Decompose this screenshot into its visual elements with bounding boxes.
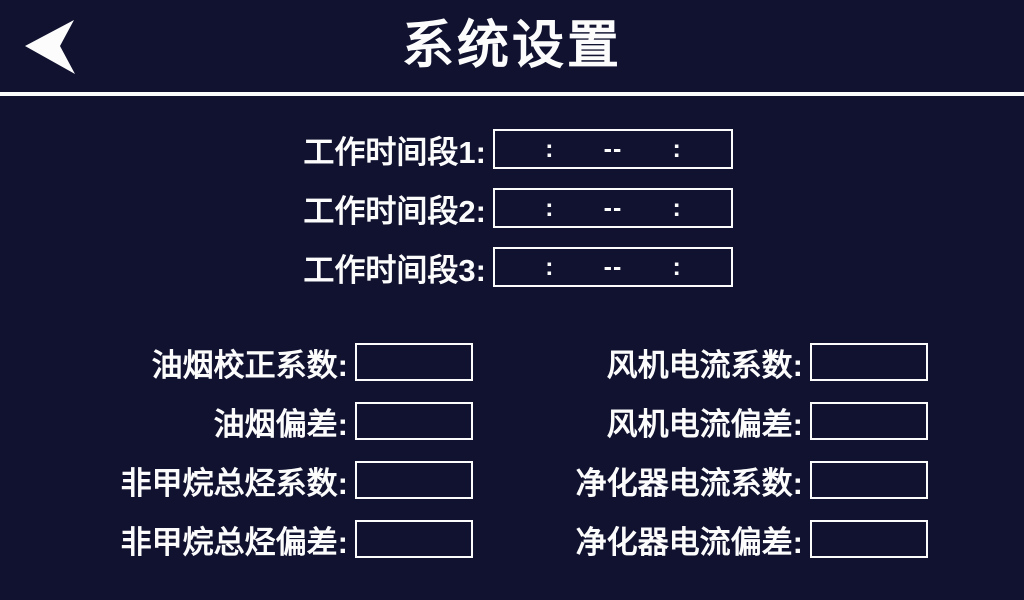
- time-colon: :: [545, 252, 554, 281]
- header-divider: [0, 92, 1024, 96]
- fume-deviation-input[interactable]: [355, 402, 473, 440]
- fume-correction-coeff-field: 油烟校正系数:: [0, 343, 473, 383]
- nmhc-deviation-input[interactable]: [355, 520, 473, 558]
- work-time-range-3-input[interactable]: : -- :: [493, 247, 733, 287]
- purifier-current-deviation-label: 净化器电流偏差:: [575, 524, 803, 560]
- coefficient-section: 油烟校正系数: 风机电流系数: 油烟偏差: 风机电流偏差: 非甲烷总烃系数:: [0, 343, 1024, 560]
- fan-current-deviation-label: 风机电流偏差:: [606, 406, 803, 442]
- page-title: 系统设置: [401, 17, 622, 75]
- work-time-label-2: 工作时间段2:: [303, 193, 486, 229]
- work-time-label-3: 工作时间段3:: [303, 252, 486, 288]
- header: 系统设置: [0, 0, 1024, 92]
- fume-deviation-label: 油烟偏差:: [213, 406, 348, 442]
- time-range-separator: --: [603, 252, 623, 281]
- fan-current-coeff-label: 风机电流系数:: [606, 347, 803, 383]
- coeff-row-2: 油烟偏差: 风机电流偏差:: [0, 402, 1024, 442]
- work-time-range-1-input[interactable]: : -- :: [493, 129, 733, 169]
- time-range-separator: --: [603, 193, 623, 222]
- fume-correction-coeff-label: 油烟校正系数:: [151, 347, 348, 383]
- back-arrow-icon: [25, 20, 75, 74]
- fan-current-deviation-field: 风机电流偏差:: [473, 402, 928, 442]
- work-time-section: 工作时间段1: : -- : 工作时间段2: : -- :: [0, 129, 1024, 288]
- purifier-current-deviation-input[interactable]: [810, 520, 928, 558]
- work-time-row-1: 工作时间段1: : -- :: [0, 129, 1024, 170]
- fan-current-deviation-input[interactable]: [810, 402, 928, 440]
- work-time-label-1: 工作时间段1:: [303, 134, 486, 170]
- coeff-row-3: 非甲烷总烃系数: 净化器电流系数:: [0, 461, 1024, 501]
- fume-deviation-field: 油烟偏差:: [0, 402, 473, 442]
- fan-current-coeff-field: 风机电流系数:: [473, 343, 928, 383]
- purifier-current-coeff-input[interactable]: [810, 461, 928, 499]
- purifier-current-coeff-field: 净化器电流系数:: [473, 461, 928, 501]
- nmhc-coeff-input[interactable]: [355, 461, 473, 499]
- fan-current-coeff-input[interactable]: [810, 343, 928, 381]
- coeff-row-4: 非甲烷总烃偏差: 净化器电流偏差:: [0, 520, 1024, 560]
- nmhc-deviation-field: 非甲烷总烃偏差:: [0, 520, 473, 560]
- coeff-row-1: 油烟校正系数: 风机电流系数:: [0, 343, 1024, 383]
- time-colon: :: [672, 193, 681, 222]
- nmhc-coeff-label: 非甲烷总烃系数:: [120, 465, 348, 501]
- back-button[interactable]: [22, 16, 80, 78]
- work-time-range-2-input[interactable]: : -- :: [493, 188, 733, 228]
- nmhc-deviation-label: 非甲烷总烃偏差:: [120, 524, 348, 560]
- time-colon: :: [545, 193, 554, 222]
- time-colon: :: [545, 134, 554, 163]
- purifier-current-deviation-field: 净化器电流偏差:: [473, 520, 928, 560]
- purifier-current-coeff-label: 净化器电流系数:: [575, 465, 803, 501]
- nmhc-coeff-field: 非甲烷总烃系数:: [0, 461, 473, 501]
- time-colon: :: [672, 134, 681, 163]
- fume-correction-coeff-input[interactable]: [355, 343, 473, 381]
- work-time-row-3: 工作时间段3: : -- :: [0, 247, 1024, 288]
- work-time-row-2: 工作时间段2: : -- :: [0, 188, 1024, 229]
- time-colon: :: [672, 252, 681, 281]
- time-range-separator: --: [603, 134, 623, 163]
